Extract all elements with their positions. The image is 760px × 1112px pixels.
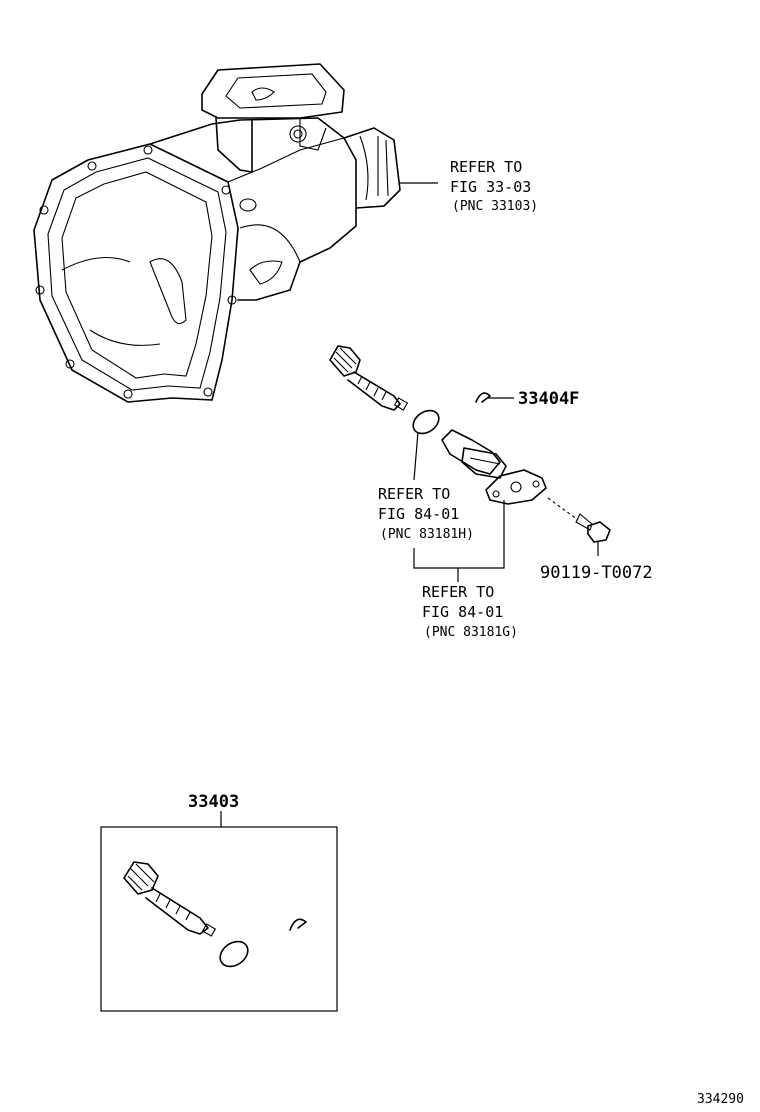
sleeve-drawing xyxy=(441,429,547,505)
case-refer-line2: FIG 33-03 xyxy=(450,178,531,196)
sleeve-refer-line2: FIG 84-01 xyxy=(422,603,503,621)
kit-driven-gear-drawing xyxy=(123,861,217,937)
kit-box xyxy=(100,826,338,1012)
driven-gear-drawing xyxy=(329,345,409,411)
sleeve-refer-line3: (PNC 83181G) xyxy=(424,625,518,640)
sleeve-refer-leader xyxy=(413,500,505,569)
case-refer-line1: REFER TO xyxy=(450,158,522,176)
o-ring-drawing xyxy=(412,409,440,435)
bolt-drawing xyxy=(547,497,611,556)
sleeve-refer-line1: REFER TO xyxy=(422,583,494,601)
case-refer-line3: (PNC 33103) xyxy=(452,199,538,214)
figure-id: 334290 xyxy=(697,1092,744,1107)
oring-refer-line2: FIG 84-01 xyxy=(378,505,459,523)
oring-refer-leader xyxy=(413,431,419,481)
part-33404f-label: 33404F xyxy=(518,389,579,409)
kit-number-label: 33403 xyxy=(188,792,239,812)
oring-refer-line3: (PNC 83181H) xyxy=(380,527,474,542)
clip-drawing xyxy=(475,392,491,403)
transmission-case-drawing xyxy=(33,63,401,403)
part-bolt-label: 90119-T0072 xyxy=(540,563,653,583)
oring-refer-line1: REFER TO xyxy=(378,485,450,503)
kit-clip-drawing xyxy=(289,918,307,931)
kit-o-ring-drawing xyxy=(219,940,249,968)
